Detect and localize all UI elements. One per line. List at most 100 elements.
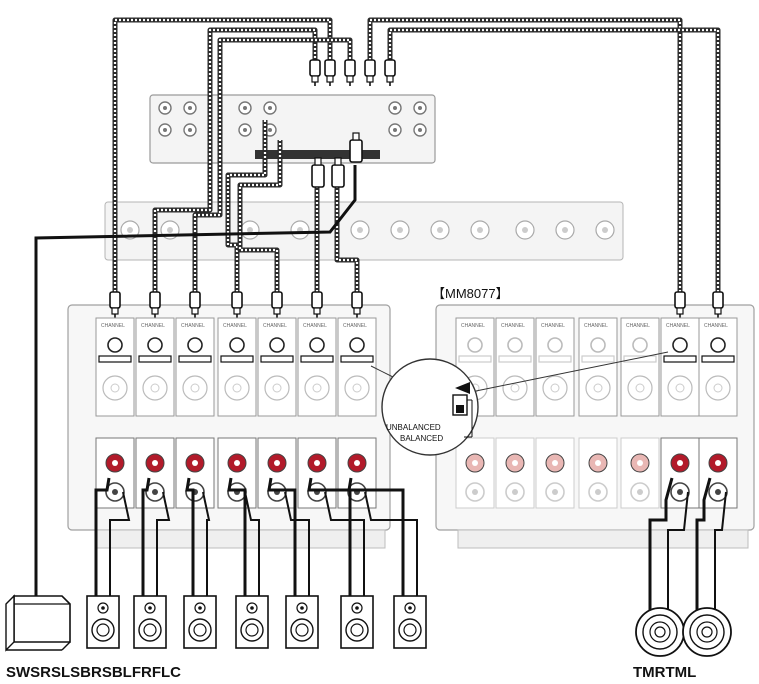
speaker-wire — [667, 491, 689, 612]
svg-text:CHANNEL: CHANNEL — [584, 323, 608, 329]
cable-left-5 — [237, 140, 283, 292]
rca-input-jack — [349, 337, 365, 353]
bookshelf-speaker-icon — [235, 595, 269, 649]
switch-label-unbalanced: UNBALANCED — [386, 423, 441, 432]
rca-input-jack — [467, 337, 483, 353]
svg-text:CHANNEL: CHANNEL — [501, 323, 525, 329]
rca-plug-amp — [271, 291, 283, 318]
svg-text:CHANNEL: CHANNEL — [461, 323, 485, 329]
svg-text:CHANNEL: CHANNEL — [541, 323, 565, 329]
xlr-input-jack — [224, 375, 250, 401]
bookshelf-speaker-icon — [340, 595, 374, 649]
speaker-group-left-label: SWSRSLSBRSBLFRFLC — [6, 664, 181, 681]
speaker-group-right-label: TMRTML — [633, 664, 696, 681]
cable-right-2 — [387, 27, 721, 292]
amp-channel-left: CHANNEL — [135, 317, 175, 509]
xlr-input-jack — [705, 375, 731, 401]
amp-channel-left: CHANNEL — [175, 317, 215, 509]
rca-plug-amp — [351, 291, 363, 318]
xlr-input-jack — [502, 375, 528, 401]
ceiling-speaker-icon — [682, 607, 732, 657]
rca-input-jack — [229, 337, 245, 353]
xlr-input-jack — [585, 375, 611, 401]
speaker-wire — [109, 491, 131, 596]
rca-plug-sub — [349, 132, 363, 163]
cable-left-4 — [225, 120, 268, 292]
amp-channel-right-unused: CHANNEL — [578, 317, 618, 509]
rca-input-jack — [507, 337, 523, 353]
svg-text:CHANNEL: CHANNEL — [666, 323, 690, 329]
xlr-input-jack — [344, 375, 370, 401]
ceiling-speaker-icon — [635, 607, 685, 657]
svg-text:CHANNEL: CHANNEL — [263, 323, 287, 329]
xlr-input-jack — [142, 375, 168, 401]
rca-plug-amp — [149, 291, 161, 318]
speaker-wire — [284, 491, 310, 596]
speakers-layer — [86, 477, 732, 657]
bookshelf-speaker-icon — [133, 595, 167, 649]
cable-left-2 — [152, 27, 318, 292]
svg-text:CHANNEL: CHANNEL — [343, 323, 367, 329]
switch-label-balanced: BALANCED — [400, 434, 443, 443]
switch-zoom-callout: UNBALANCED BALANCED — [370, 351, 669, 456]
speaker-wire — [185, 477, 195, 596]
rca-plug-top — [384, 59, 396, 86]
speaker-wire — [347, 477, 405, 596]
xlr-input-jack — [182, 375, 208, 401]
xlr-input-jack — [102, 375, 128, 401]
amp-channel-left: CHANNEL — [217, 317, 257, 509]
rca-input-jack — [269, 337, 285, 353]
rca-plug-top — [364, 59, 376, 86]
svg-text:CHANNEL: CHANNEL — [223, 323, 247, 329]
rca-plug-top — [309, 59, 321, 86]
subwoofer-icon — [5, 594, 71, 652]
amp-channel-right: CHANNEL — [660, 317, 700, 509]
rca-input-jack — [710, 337, 726, 353]
speaker-wire — [202, 491, 211, 596]
amp-channel-right-unused: CHANNEL — [620, 317, 660, 509]
rca-plug-amp — [109, 291, 121, 318]
speaker-wire — [156, 491, 171, 596]
bookshelf-speaker-icon — [285, 595, 319, 649]
speaker-wire — [648, 477, 674, 612]
rca-input-jack — [547, 337, 563, 353]
amp-channel-left: CHANNEL — [337, 317, 377, 509]
bookshelf-speaker-icon — [86, 595, 120, 649]
rca-plug-amp — [674, 291, 686, 318]
rca-input-jack — [147, 337, 163, 353]
source-label-strip — [255, 150, 380, 159]
bookshelf-speaker-icon — [183, 595, 217, 649]
amp-channel-left: CHANNEL — [297, 317, 337, 509]
speaker-wire — [267, 477, 297, 596]
rca-input-jack — [107, 337, 123, 353]
speaker-wire — [324, 491, 365, 596]
amp-channel-left: CHANNEL — [95, 317, 135, 509]
speaker-wire — [94, 477, 111, 596]
rca-plug-amp — [231, 291, 243, 318]
rca-plug-amp — [712, 291, 724, 318]
speaker-wire — [364, 491, 418, 596]
speaker-wire — [714, 491, 727, 612]
unit-label: 【MM8077】 — [432, 286, 509, 301]
rca-plug-mid — [331, 157, 345, 188]
xlr-input-jack — [627, 375, 653, 401]
rca-input-jack — [632, 337, 648, 353]
amp-channels-layer: CHANNEL CHANNEL CHANNEL CHANNEL CHANNEL CHANN… — [95, 317, 738, 509]
rca-input-jack — [590, 337, 606, 353]
xlr-input-jack — [264, 375, 290, 401]
cable-right-1 — [367, 17, 683, 292]
cables-layer — [34, 17, 724, 596]
rca-plug-amp — [311, 291, 323, 318]
rca-plug-mid — [311, 157, 325, 188]
amp-channel-left: CHANNEL — [257, 317, 297, 509]
speaker-wire — [141, 477, 151, 596]
rca-input-jack — [672, 337, 688, 353]
xlr-input-jack — [667, 375, 693, 401]
speaker-wire — [227, 477, 247, 596]
svg-text:CHANNEL: CHANNEL — [141, 323, 165, 329]
rca-input-jack — [309, 337, 325, 353]
svg-text:CHANNEL: CHANNEL — [101, 323, 125, 329]
rca-input-jack — [187, 337, 203, 353]
speaker-wire — [695, 477, 712, 612]
